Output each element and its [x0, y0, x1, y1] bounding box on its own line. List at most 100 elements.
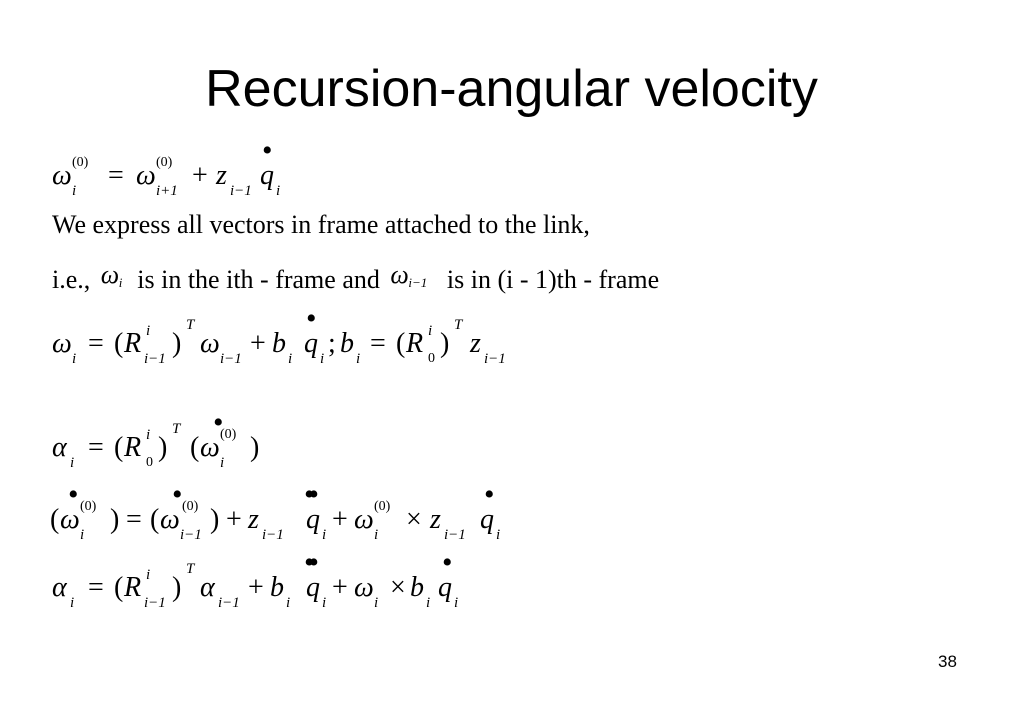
left-paren: (: [190, 432, 200, 463]
dot-accent: •: [484, 478, 495, 511]
omega-symbol: ω: [136, 160, 156, 191]
left-paren: (: [50, 504, 60, 535]
omega-symbol: ω: [160, 504, 180, 535]
subscript: i: [320, 351, 325, 367]
b-symbol: b: [272, 328, 286, 359]
omega-symbol: ω: [100, 260, 120, 289]
superscript: i: [146, 567, 151, 583]
equals-sign: =: [88, 328, 104, 359]
dot-accent: •: [262, 134, 273, 167]
omega-symbol: ω: [354, 504, 374, 535]
plus-sign: +: [250, 328, 266, 359]
subscript: i: [80, 527, 85, 543]
equals-sign: =: [88, 432, 104, 463]
subscript: i: [118, 275, 123, 290]
alpha-symbol: α: [200, 572, 215, 603]
subscript: i: [72, 351, 77, 367]
subscript: 0: [146, 455, 153, 470]
omega-symbol: ω: [52, 160, 72, 191]
dot-accent: •: [172, 478, 183, 511]
omega-i-inline: ω i: [97, 260, 131, 290]
plus-sign: +: [226, 504, 242, 535]
text-ie: i.e.,: [52, 265, 91, 294]
equals-sign: =: [370, 328, 386, 359]
equals-sign: =: [88, 572, 104, 603]
right-paren: ): [110, 504, 120, 535]
subscript: i: [276, 183, 281, 199]
plus-sign: +: [332, 572, 348, 603]
left-paren: (: [396, 328, 406, 359]
left-paren: (: [114, 328, 124, 359]
q-symbol: q: [306, 504, 320, 535]
subscript: i−1: [220, 351, 242, 367]
dot-accent: •: [68, 478, 79, 511]
subscript: i: [286, 595, 291, 611]
superscript-T: T: [186, 317, 195, 333]
subscript: i: [426, 595, 431, 611]
dot-accent: •: [306, 302, 317, 335]
omega-i-minus-1-inline: ω i−1: [386, 260, 440, 290]
R-symbol: R: [124, 572, 142, 603]
q-symbol: q: [438, 572, 452, 603]
b-symbol: b: [270, 572, 284, 603]
subscript: i−1: [262, 527, 284, 543]
subscript: i: [220, 455, 225, 471]
z-symbol: z: [430, 504, 441, 535]
right-paren: ): [172, 328, 182, 359]
equals-sign: =: [126, 504, 142, 535]
subscript: i−1: [444, 527, 466, 543]
alpha-symbol: α: [52, 432, 67, 463]
subscript: i−1: [408, 275, 428, 290]
equation-4: ( • ω (0) i ) = ( • ω (0) i−1 ) + z i−1 …: [50, 480, 750, 544]
alpha-symbol: α: [52, 572, 67, 603]
right-paren: ): [440, 328, 450, 359]
subscript: i: [322, 595, 327, 611]
omega-symbol: ω: [200, 432, 220, 463]
q-symbol: q: [304, 328, 318, 359]
superscript: i: [146, 427, 151, 443]
superscript: i: [428, 323, 433, 339]
equation-1: ω (0) i = ω (0) i+1 + z i−1 • q i: [50, 136, 750, 200]
subscript: i−1: [144, 351, 166, 367]
subscript: i−1: [484, 351, 506, 367]
q-symbol: q: [260, 160, 274, 191]
right-paren: ): [172, 572, 182, 603]
subscript: i: [70, 595, 75, 611]
dot-accent: •: [213, 406, 224, 439]
times-sign: ×: [406, 504, 422, 535]
text-line-2: i.e., ω i is in the ith - frame and ω i−…: [52, 262, 659, 295]
subscript: i−1: [144, 595, 166, 611]
q-symbol: q: [306, 572, 320, 603]
z-symbol: z: [470, 328, 481, 359]
subscript: i: [356, 351, 361, 367]
z-symbol: z: [248, 504, 259, 535]
slide-title: Recursion-angular velocity: [205, 60, 818, 118]
superscript: (0): [374, 499, 391, 514]
superscript: (0): [156, 155, 173, 170]
right-paren: ): [250, 432, 260, 463]
z-symbol: z: [216, 160, 227, 191]
left-paren: (: [114, 432, 124, 463]
subscript: i: [288, 351, 293, 367]
subscript: i+1: [156, 183, 178, 199]
subscript: 0: [428, 351, 435, 366]
superscript-T: T: [172, 421, 181, 437]
omega-symbol: ω: [390, 260, 409, 289]
equals-sign: =: [108, 160, 124, 191]
superscript: (0): [80, 499, 97, 514]
superscript-T: T: [186, 561, 195, 577]
q-symbol: q: [480, 504, 494, 535]
page-number: 38: [938, 652, 957, 671]
plus-sign: +: [332, 504, 348, 535]
subscript: i: [72, 183, 77, 199]
subscript: i: [70, 455, 75, 471]
omega-symbol: ω: [200, 328, 220, 359]
omega-symbol: ω: [60, 504, 80, 535]
superscript: (0): [220, 427, 237, 442]
right-paren: ): [210, 504, 220, 535]
b-symbol: b: [410, 572, 424, 603]
text-ith-frame: is in the ith - frame and: [137, 265, 380, 294]
subscript: i−1: [180, 527, 202, 543]
superscript: i: [146, 323, 151, 339]
times-sign: ×: [390, 572, 406, 603]
